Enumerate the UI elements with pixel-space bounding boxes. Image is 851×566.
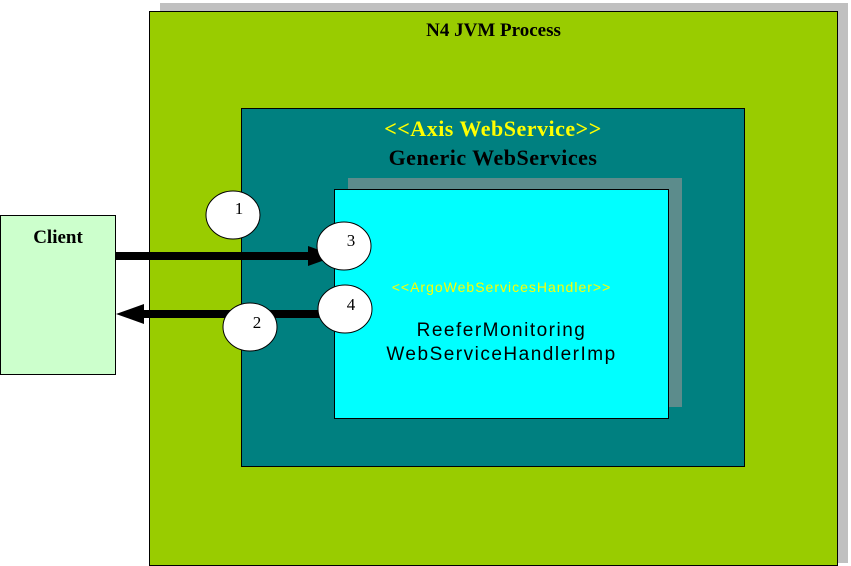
handler-name-line1: ReeferMonitoring <box>416 320 587 341</box>
handler-box <box>334 189 669 419</box>
response-arrowhead <box>116 304 144 324</box>
handler-stereotype: <<ArgoWebServicesHandler>> <box>391 279 612 295</box>
webservice-stereotype: <<Axis WebService>> <box>384 116 602 141</box>
step-2-circle <box>222 302 278 352</box>
jvm-process-title: N4 JVM Process <box>426 20 561 41</box>
step-3-label: 3 <box>346 231 356 250</box>
client-box <box>0 215 116 375</box>
webservice-name: Generic WebServices <box>388 145 598 170</box>
step-4-circle <box>317 284 373 334</box>
step-1-label: 1 <box>234 199 244 218</box>
step-1-circle <box>205 190 261 240</box>
client-label: Client <box>33 227 83 248</box>
step-2-label: 2 <box>252 313 262 332</box>
step-3-circle <box>316 221 372 271</box>
handler-name-line2: WebServiceHandlerImp <box>386 344 617 365</box>
step-4-label: 4 <box>346 295 356 314</box>
